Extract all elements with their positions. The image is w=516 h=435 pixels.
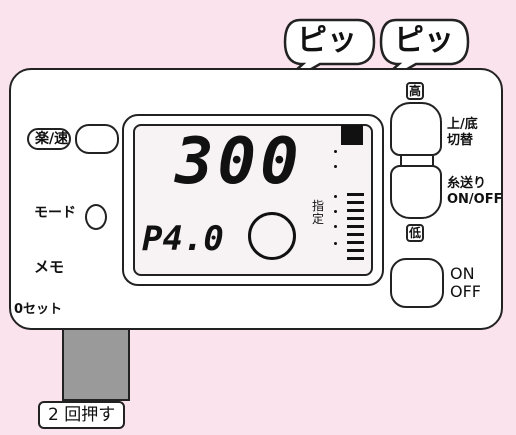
level-bar	[347, 217, 364, 220]
bubble-text-1: ピッ	[297, 23, 357, 58]
level-bar	[347, 209, 364, 212]
indicator-dot	[334, 242, 337, 245]
temperature-readout: 300	[175, 125, 303, 199]
thread-feed-button[interactable]	[390, 165, 442, 219]
level-bar	[347, 257, 364, 260]
power-label: ON OFF	[450, 264, 481, 302]
low-badge: 低	[406, 224, 424, 242]
instruction-caption: 2 回押す	[38, 401, 126, 430]
shitei-label: 指定	[312, 199, 325, 227]
button-divider	[400, 156, 434, 166]
bubble-text-2: ピッ	[394, 23, 454, 58]
heat-ring-indicator	[248, 212, 296, 260]
indicator-dot	[334, 165, 337, 168]
zero-set-label: 0セット	[14, 302, 63, 317]
indicator-dot	[334, 210, 337, 213]
preset-readout: P4.0	[142, 219, 224, 259]
level-bar	[347, 241, 364, 244]
mode-label: モード	[34, 205, 76, 221]
power-button[interactable]	[390, 258, 444, 308]
level-bar	[347, 201, 364, 204]
level-bar	[347, 193, 364, 196]
raku-haya-button[interactable]	[75, 124, 119, 154]
level-bar	[347, 225, 364, 228]
feed-label: 糸送り ON/OFF	[447, 176, 503, 208]
high-badge: 高	[406, 82, 424, 100]
status-square-indicator	[341, 125, 363, 145]
level-bar	[347, 233, 364, 236]
memo-label: メモ	[34, 258, 65, 276]
indicator-dot	[334, 150, 337, 153]
indicator-dot	[334, 225, 337, 228]
toggle-label: 上/底 切替	[447, 117, 478, 149]
mode-button[interactable]	[85, 204, 107, 230]
raku-haya-badge: 楽/速	[27, 128, 71, 150]
indicator-dot	[334, 195, 337, 198]
level-bar	[347, 249, 364, 252]
up-down-toggle-button[interactable]	[390, 102, 442, 156]
